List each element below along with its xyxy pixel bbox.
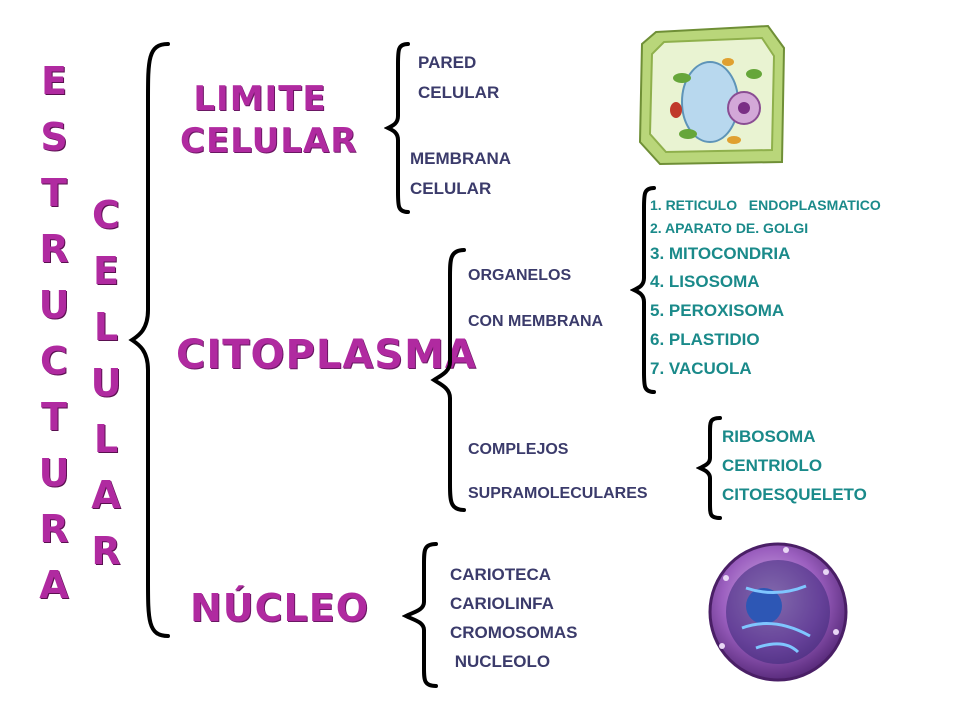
letter: A (39, 563, 69, 607)
organelos-brace (630, 186, 656, 394)
complejo-item: CENTRIOLO (722, 456, 823, 475)
limite-brace (384, 42, 410, 214)
letter: T (41, 395, 67, 439)
nucleo-item: CARIOTECA (450, 565, 552, 584)
heading-limite-line2: CELULAR (180, 121, 358, 161)
complejos-supramoleculares: COMPLEJOS SUPRAMOLECULARES (468, 438, 648, 506)
pared-celular: PARED CELULAR (418, 48, 499, 108)
organelos-con-membrana: ORGANELOS CON MEMBRANA (468, 264, 603, 334)
nucleo-list: CARIOTECA CARIOLINFA CROMOSOMAS NUCLEOLO (450, 560, 578, 676)
letter: S (40, 115, 68, 159)
organelle-item: 1. RETICULO ENDOPLASMATICO (650, 197, 881, 213)
letter: E (93, 249, 119, 293)
letter: U (90, 361, 122, 405)
organelle-item: 2. APARATO DE. GOLGI (650, 220, 809, 236)
organelle-item: 3. MITOCONDRIA (650, 244, 791, 263)
letter: R (39, 227, 69, 271)
heading-nucleo: NÚCLEO (190, 586, 370, 630)
letter: T (41, 171, 67, 215)
heading-limite-line1: LIMITE (193, 79, 327, 119)
complejos-line2: SUPRAMOLECULARES (468, 485, 648, 502)
organelle-item: 5. PEROXISOMA (650, 301, 785, 320)
heading-citoplasma: CITOPLASMA (176, 332, 477, 378)
organelle-item: 4. LISOSOMA (650, 272, 760, 291)
nucleus-image (708, 542, 848, 682)
letter: U (38, 283, 70, 327)
membrana-celular: MEMBRANA CELULAR (410, 144, 511, 204)
membrana-line1: MEMBRANA (410, 149, 512, 168)
letter: E (41, 59, 67, 103)
complejos-list: RIBOSOMA CENTRIOLO CITOESQUELETO (722, 422, 867, 509)
nucleo-item: NUCLEOLO (450, 652, 551, 671)
plant-cell-image (638, 24, 786, 166)
letter: C (40, 339, 68, 383)
letter: R (39, 507, 69, 551)
nucleo-item: CARIOLINFA (450, 594, 554, 613)
title-celular: C E L U L A R (86, 196, 126, 588)
letter: L (93, 417, 119, 461)
pared-line2: CELULAR (418, 83, 500, 102)
letter: U (38, 451, 70, 495)
complejo-item: CITOESQUELETO (722, 485, 867, 504)
letter: C (92, 193, 120, 237)
title-estructura: E S T R U C T U R A (34, 62, 74, 622)
organelos-line2: CON MEMBRANA (468, 313, 604, 330)
letter: A (91, 473, 121, 517)
organelle-item: 6. PLASTIDIO (650, 330, 760, 349)
complejo-item: RIBOSOMA (722, 427, 816, 446)
organelos-line1: ORGANELOS (468, 267, 572, 284)
letter: R (91, 529, 121, 573)
letter: L (93, 305, 119, 349)
organelle-item: 7. VACUOLA (650, 359, 752, 378)
heading-limite: LIMITE CELULAR (180, 78, 358, 162)
membrana-line2: CELULAR (410, 179, 492, 198)
citoplasma-brace (430, 248, 466, 512)
nucleo-brace (402, 542, 438, 688)
main-brace (128, 42, 170, 638)
complejos-brace (696, 416, 722, 520)
organelle-list: 1. RETICULO ENDOPLASMATICO 2. APARATO DE… (650, 194, 881, 383)
pared-line1: PARED (418, 53, 477, 72)
complejos-line1: COMPLEJOS (468, 441, 569, 458)
nucleo-item: CROMOSOMAS (450, 623, 578, 642)
